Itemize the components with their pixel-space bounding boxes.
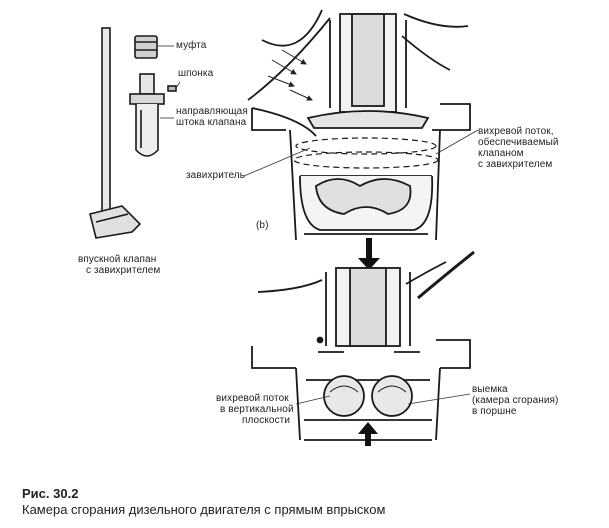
label-guide-line2: штока клапана [176,117,247,128]
intake-airflow-arrows [267,49,313,101]
bottom-engine-section [251,250,475,441]
label-panel-b: (b) [256,220,269,231]
label-swirler: завихритель [186,170,246,181]
top-engine-section [247,9,471,241]
label-vortex-top-line4: с завихрителем [478,159,553,170]
figure-number: Рис. 30.2 [22,486,79,501]
label-recess-line2: (камера сгорания) [472,395,559,406]
label-recess-line1: выемка [472,384,508,395]
label-vortex-bottom-line1: вихревой поток [216,393,289,404]
label-vortex-bottom-line2: в вертикальной [220,404,294,415]
label-guide-line1: направляющая [176,106,248,117]
figure-caption: Камера сгорания дизельного двигателя с п… [22,502,386,517]
intake-valve-drawing [89,27,177,239]
transition-arrow-down [358,238,380,270]
label-vortex-top-line3: клапаном [478,148,524,159]
piston-up-arrow [358,422,378,446]
label-vortex-top-line1: вихревой поток, [478,126,554,137]
top-leader-lines [243,129,479,177]
bottom-leader-lines [295,393,471,405]
label-intake-valve-line1: впускной клапан [78,254,157,265]
label-intake-valve-line2: с завихрителем [86,265,161,276]
left-leader-lines [158,45,181,119]
label-vortex-bottom-line3: плоскости [242,415,291,426]
label-coupling: муфта [176,40,207,51]
label-vortex-top-line2: обеспечиваемый [478,137,559,148]
label-key: шпонка [178,68,214,79]
label-recess-line3: в поршне [472,406,517,417]
